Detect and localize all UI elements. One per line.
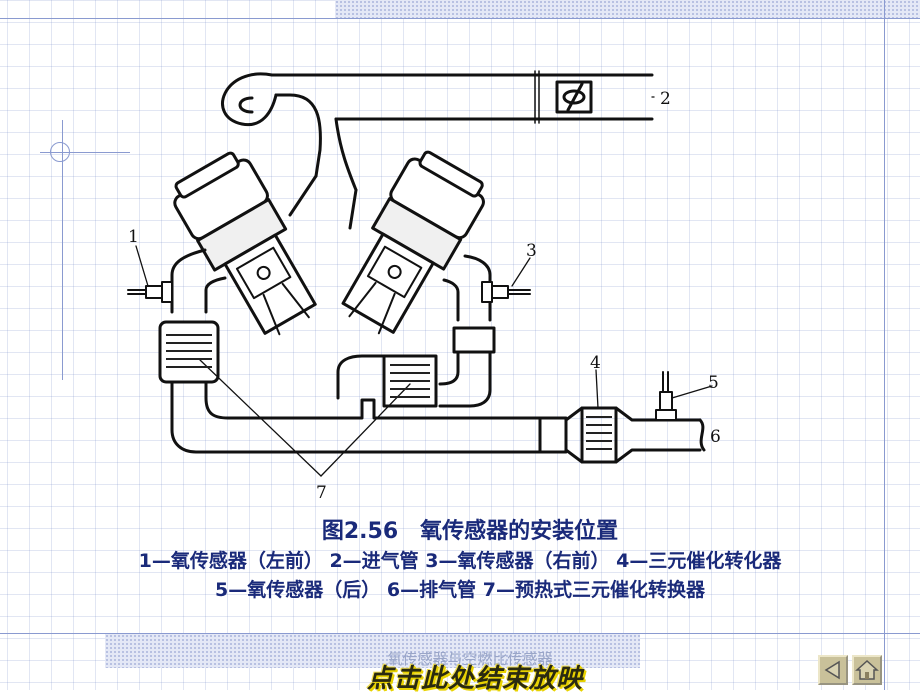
slide-footer-title: 氧传感器与空燃比传感器 xyxy=(387,650,553,668)
top-divider xyxy=(0,18,920,19)
sensor-1 xyxy=(127,281,173,303)
label-4: 4 xyxy=(590,353,601,373)
label-7: 7 xyxy=(316,483,327,503)
house-icon xyxy=(855,659,879,680)
catalyst-mid-hatch xyxy=(390,364,430,398)
triangle-left-icon xyxy=(824,660,840,680)
sensor-5 xyxy=(655,371,677,421)
right-cylinder-head xyxy=(341,150,485,335)
left-tick xyxy=(40,152,130,153)
figure-legend-line-1: 1—氧传感器（左前） 2—进气管 3—氧传感器（右前） 4—三元催化转化器 xyxy=(138,550,782,572)
label-5: 5 xyxy=(708,373,719,393)
label-6: 6 xyxy=(710,427,721,447)
top-decor-band xyxy=(335,0,920,18)
right-rule xyxy=(884,0,885,690)
catalyst-rear-hatch xyxy=(586,416,612,450)
crosshair-ornament xyxy=(50,142,70,162)
home-button[interactable] xyxy=(852,655,882,685)
left-cylinder-head xyxy=(173,151,317,336)
end-show-link[interactable]: 点击此处结束放映 xyxy=(366,664,583,694)
figure-legend-line-2: 5—氧传感器（后） 6—排气管 7—预热式三元催化转换器 xyxy=(215,579,705,601)
back-button[interactable] xyxy=(818,655,848,685)
oxygen-sensor-diagram: 1 2 3 4 5 6 7 xyxy=(127,70,721,503)
left-rule xyxy=(62,120,63,380)
label-1: 1 xyxy=(128,227,139,247)
figure-caption-title: 图2.56 氧传感器的安装位置 xyxy=(321,519,619,544)
intake-pipe xyxy=(221,70,654,192)
catalyst-left-hatch xyxy=(166,334,212,368)
label-2: 2 xyxy=(660,89,671,109)
sensor-3 xyxy=(481,281,531,303)
bottom-decor-band xyxy=(105,634,640,668)
bottom-divider xyxy=(0,633,920,634)
label-3: 3 xyxy=(526,241,537,261)
